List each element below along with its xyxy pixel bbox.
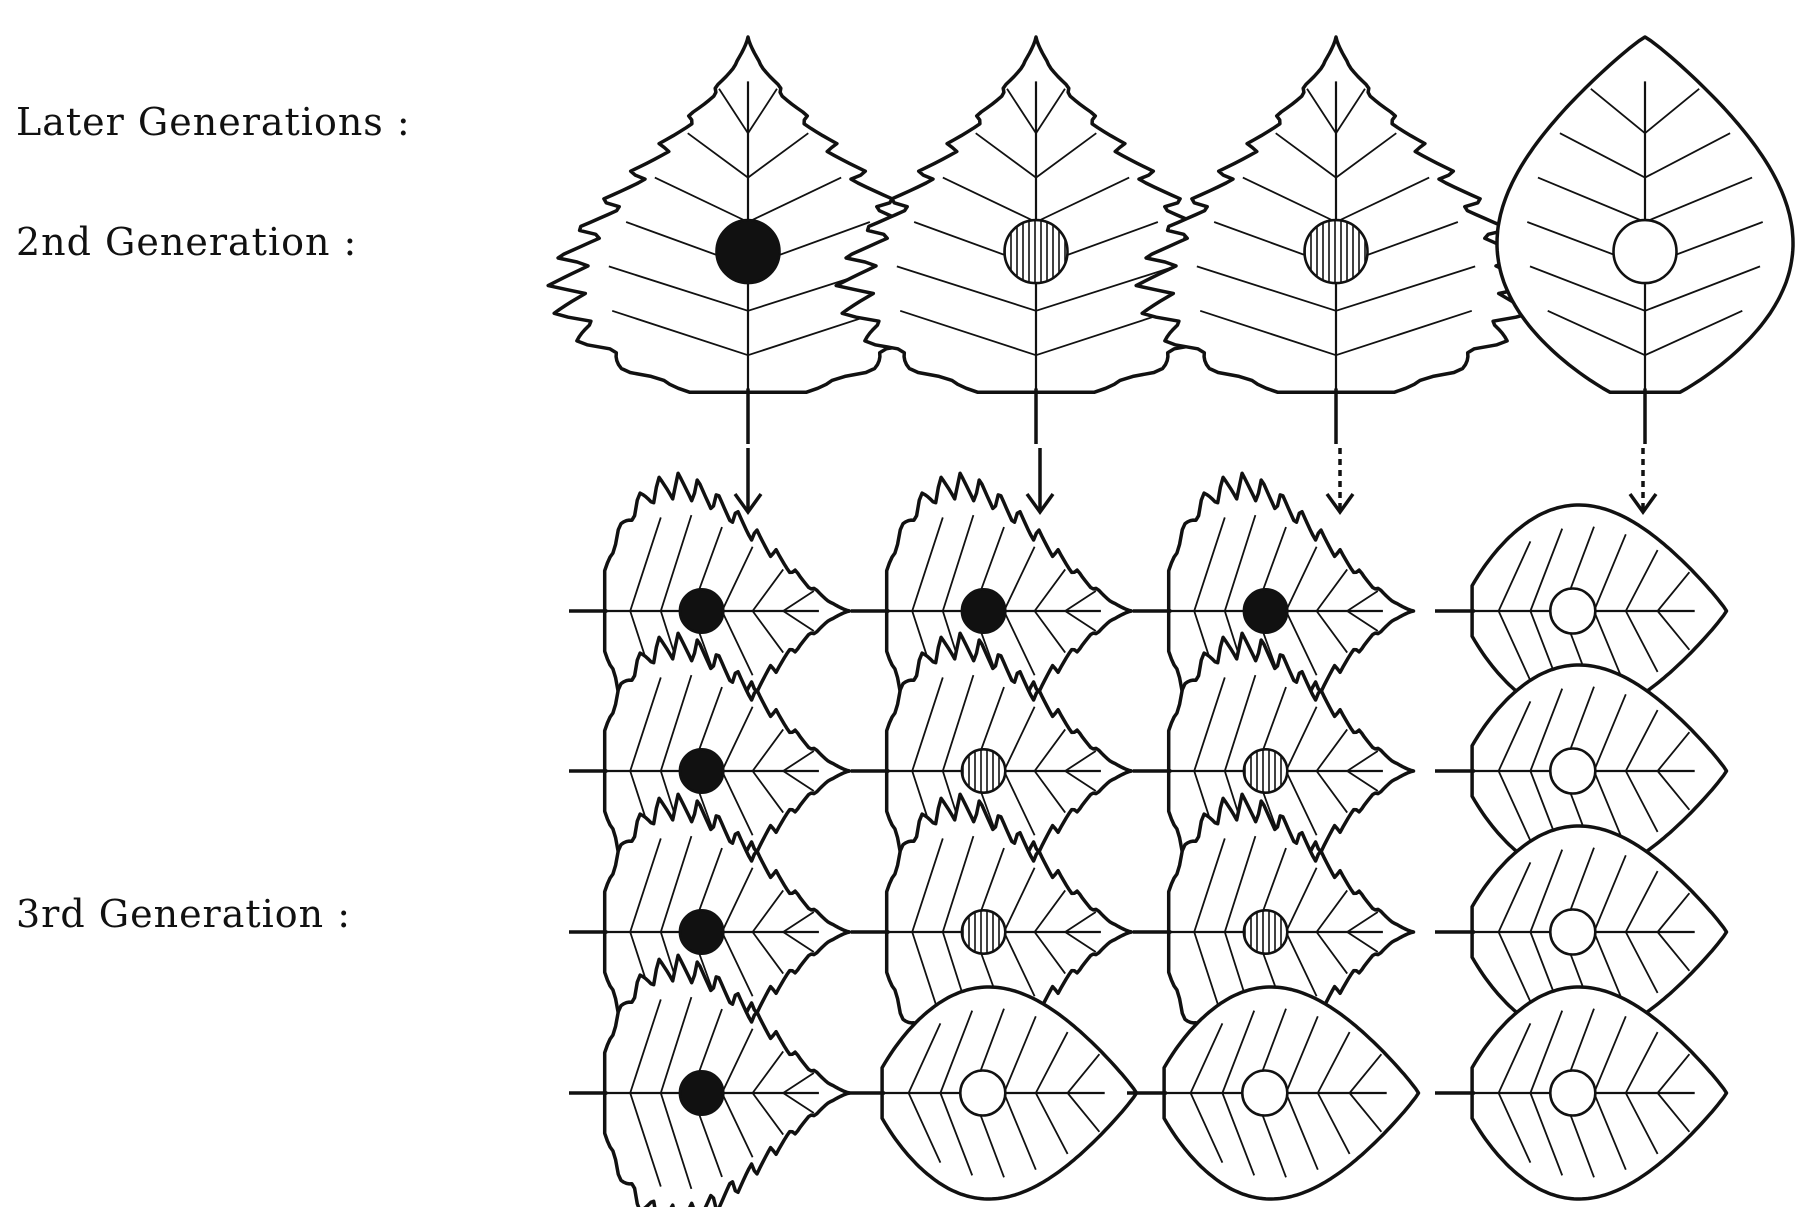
parent-leaf-3 bbox=[1136, 37, 1536, 444]
solid-spot bbox=[717, 220, 780, 283]
down-arrow-2 bbox=[1027, 448, 1053, 512]
open-spot bbox=[1550, 749, 1595, 794]
hatched-spot bbox=[1005, 220, 1068, 283]
parent-leaf-2 bbox=[836, 37, 1236, 444]
down-arrow-4 bbox=[1630, 448, 1656, 512]
solid-spot bbox=[680, 1071, 723, 1114]
hatched-spot bbox=[1305, 220, 1368, 283]
offspring-leaf-r4-c1 bbox=[569, 955, 850, 1207]
solid-spot bbox=[680, 749, 723, 792]
hatched-spot bbox=[962, 749, 1005, 792]
solid-spot bbox=[680, 910, 723, 953]
hatched-spot bbox=[962, 910, 1005, 953]
arrows-row bbox=[735, 448, 1656, 512]
hatched-spot bbox=[1244, 910, 1287, 953]
solid-spot bbox=[680, 589, 723, 632]
open-spot bbox=[1614, 220, 1677, 283]
hatched-spot bbox=[1244, 749, 1287, 792]
offspring-leaf-r4-c4 bbox=[1435, 987, 1727, 1199]
solid-spot bbox=[1244, 589, 1287, 632]
down-arrow-3 bbox=[1327, 448, 1353, 512]
parent-leaves-row bbox=[548, 37, 1793, 444]
open-spot bbox=[1550, 1071, 1595, 1116]
open-spot bbox=[1242, 1071, 1287, 1116]
solid-spot bbox=[962, 589, 1005, 632]
down-arrow-1 bbox=[735, 448, 761, 512]
open-spot bbox=[1550, 589, 1595, 634]
offspring-leaf-r4-c3 bbox=[1127, 987, 1419, 1199]
parent-leaf-4 bbox=[1497, 37, 1793, 444]
offspring-leaf-r4-c2 bbox=[845, 987, 1137, 1199]
offspring-leaves-grid bbox=[569, 473, 1727, 1207]
open-spot bbox=[960, 1071, 1005, 1116]
open-spot bbox=[1550, 910, 1595, 955]
